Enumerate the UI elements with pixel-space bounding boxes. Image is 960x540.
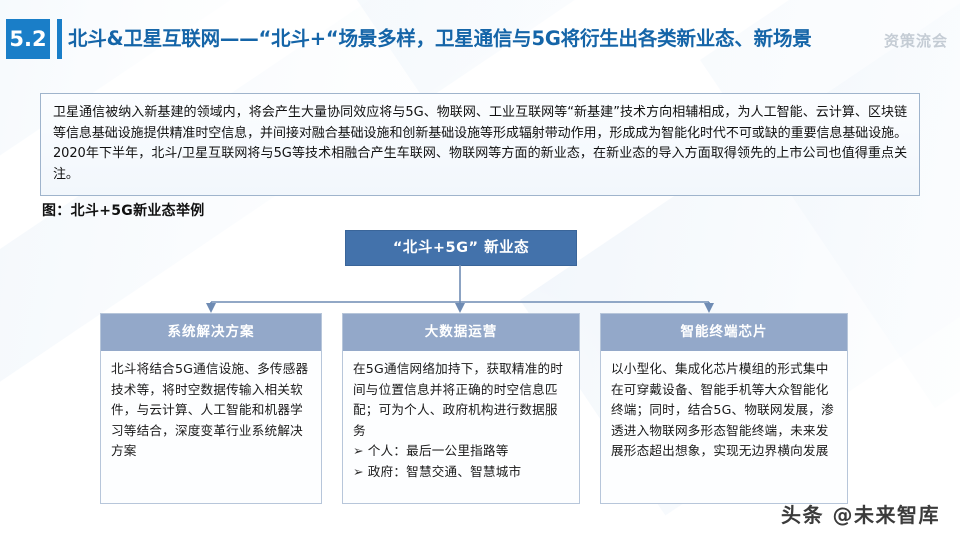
header-watermark: 资策流会: [883, 32, 948, 50]
arrow-bullet-icon: ➢: [353, 443, 364, 458]
column-body-text: 以小型化、集成化芯片模组的形式集中在可穿戴设备、智能手机等大众智能化终端；同时，…: [611, 361, 834, 458]
column-bullet-item: ➢ 个人：最后一公里指路等: [353, 441, 570, 462]
title-accent-rule: [57, 19, 62, 59]
figure-diagram: “北斗+5G” 新业态 系统解决方案 北斗将结合5G通信设施、多传感器技术等，将…: [0, 225, 960, 505]
figure-caption: 图：北斗+5G新业态举例: [42, 203, 205, 219]
column-body: 北斗将结合5G通信设施、多传感器技术等，将时空数据传输入相关软件，与云计算、人工…: [101, 351, 321, 503]
diagram-column: 系统解决方案 北斗将结合5G通信设施、多传感器技术等，将时空数据传输入相关软件，…: [100, 313, 322, 504]
page-title: 北斗&卫星互联网——“北斗+“场景多样，卫星通信与5G将衍生出各类新业态、新场景: [68, 27, 812, 50]
column-body: 在5G通信网络加持下，获取精准的时间与位置信息并将正确的时空信息匹配；可为个人、…: [343, 351, 579, 503]
column-bullet-text: 政府：智慧交通、智慧城市: [367, 463, 522, 479]
diagram-column: 大数据运营 在5G通信网络加持下，获取精准的时间与位置信息并将正确的时空信息匹配…: [342, 313, 580, 504]
diagram-connectors: [206, 265, 714, 313]
slide-header: 5.2 资策流会 北斗&卫星互联网——“北斗+“场景多样，卫星通信与5G将衍生出…: [0, 0, 960, 80]
footer-watermark: 头条 @未来智库: [781, 503, 940, 527]
section-number-badge: 5.2: [6, 19, 50, 59]
diagram-root-node: “北斗+5G” 新业态: [345, 230, 577, 266]
column-title: 系统解决方案: [101, 314, 321, 351]
column-body: 以小型化、集成化芯片模组的形式集中在可穿戴设备、智能手机等大众智能化终端；同时，…: [601, 351, 847, 503]
column-bullet-text: 个人：最后一公里指路等: [367, 443, 509, 458]
column-title: 智能终端芯片: [601, 314, 847, 351]
column-body-text: 在5G通信网络加持下，获取精准的时间与位置信息并将正确的时空信息匹配；可为个人、…: [353, 361, 564, 438]
column-body-text: 北斗将结合5G通信设施、多传感器技术等，将时空数据传输入相关软件，与云计算、人工…: [111, 361, 309, 458]
column-bullet-item: ➢ 政府：智慧交通、智慧城市: [353, 462, 570, 483]
lead-paragraph-box: 卫星通信被纳入新基建的领域内，将会产生大量协同效应将与5G、物联网、工业互联网等…: [40, 93, 920, 196]
arrow-bullet-icon: ➢: [353, 463, 364, 479]
diagram-column: 智能终端芯片 以小型化、集成化芯片模组的形式集中在可穿戴设备、智能手机等大众智能…: [600, 313, 848, 504]
column-title: 大数据运营: [343, 314, 579, 351]
